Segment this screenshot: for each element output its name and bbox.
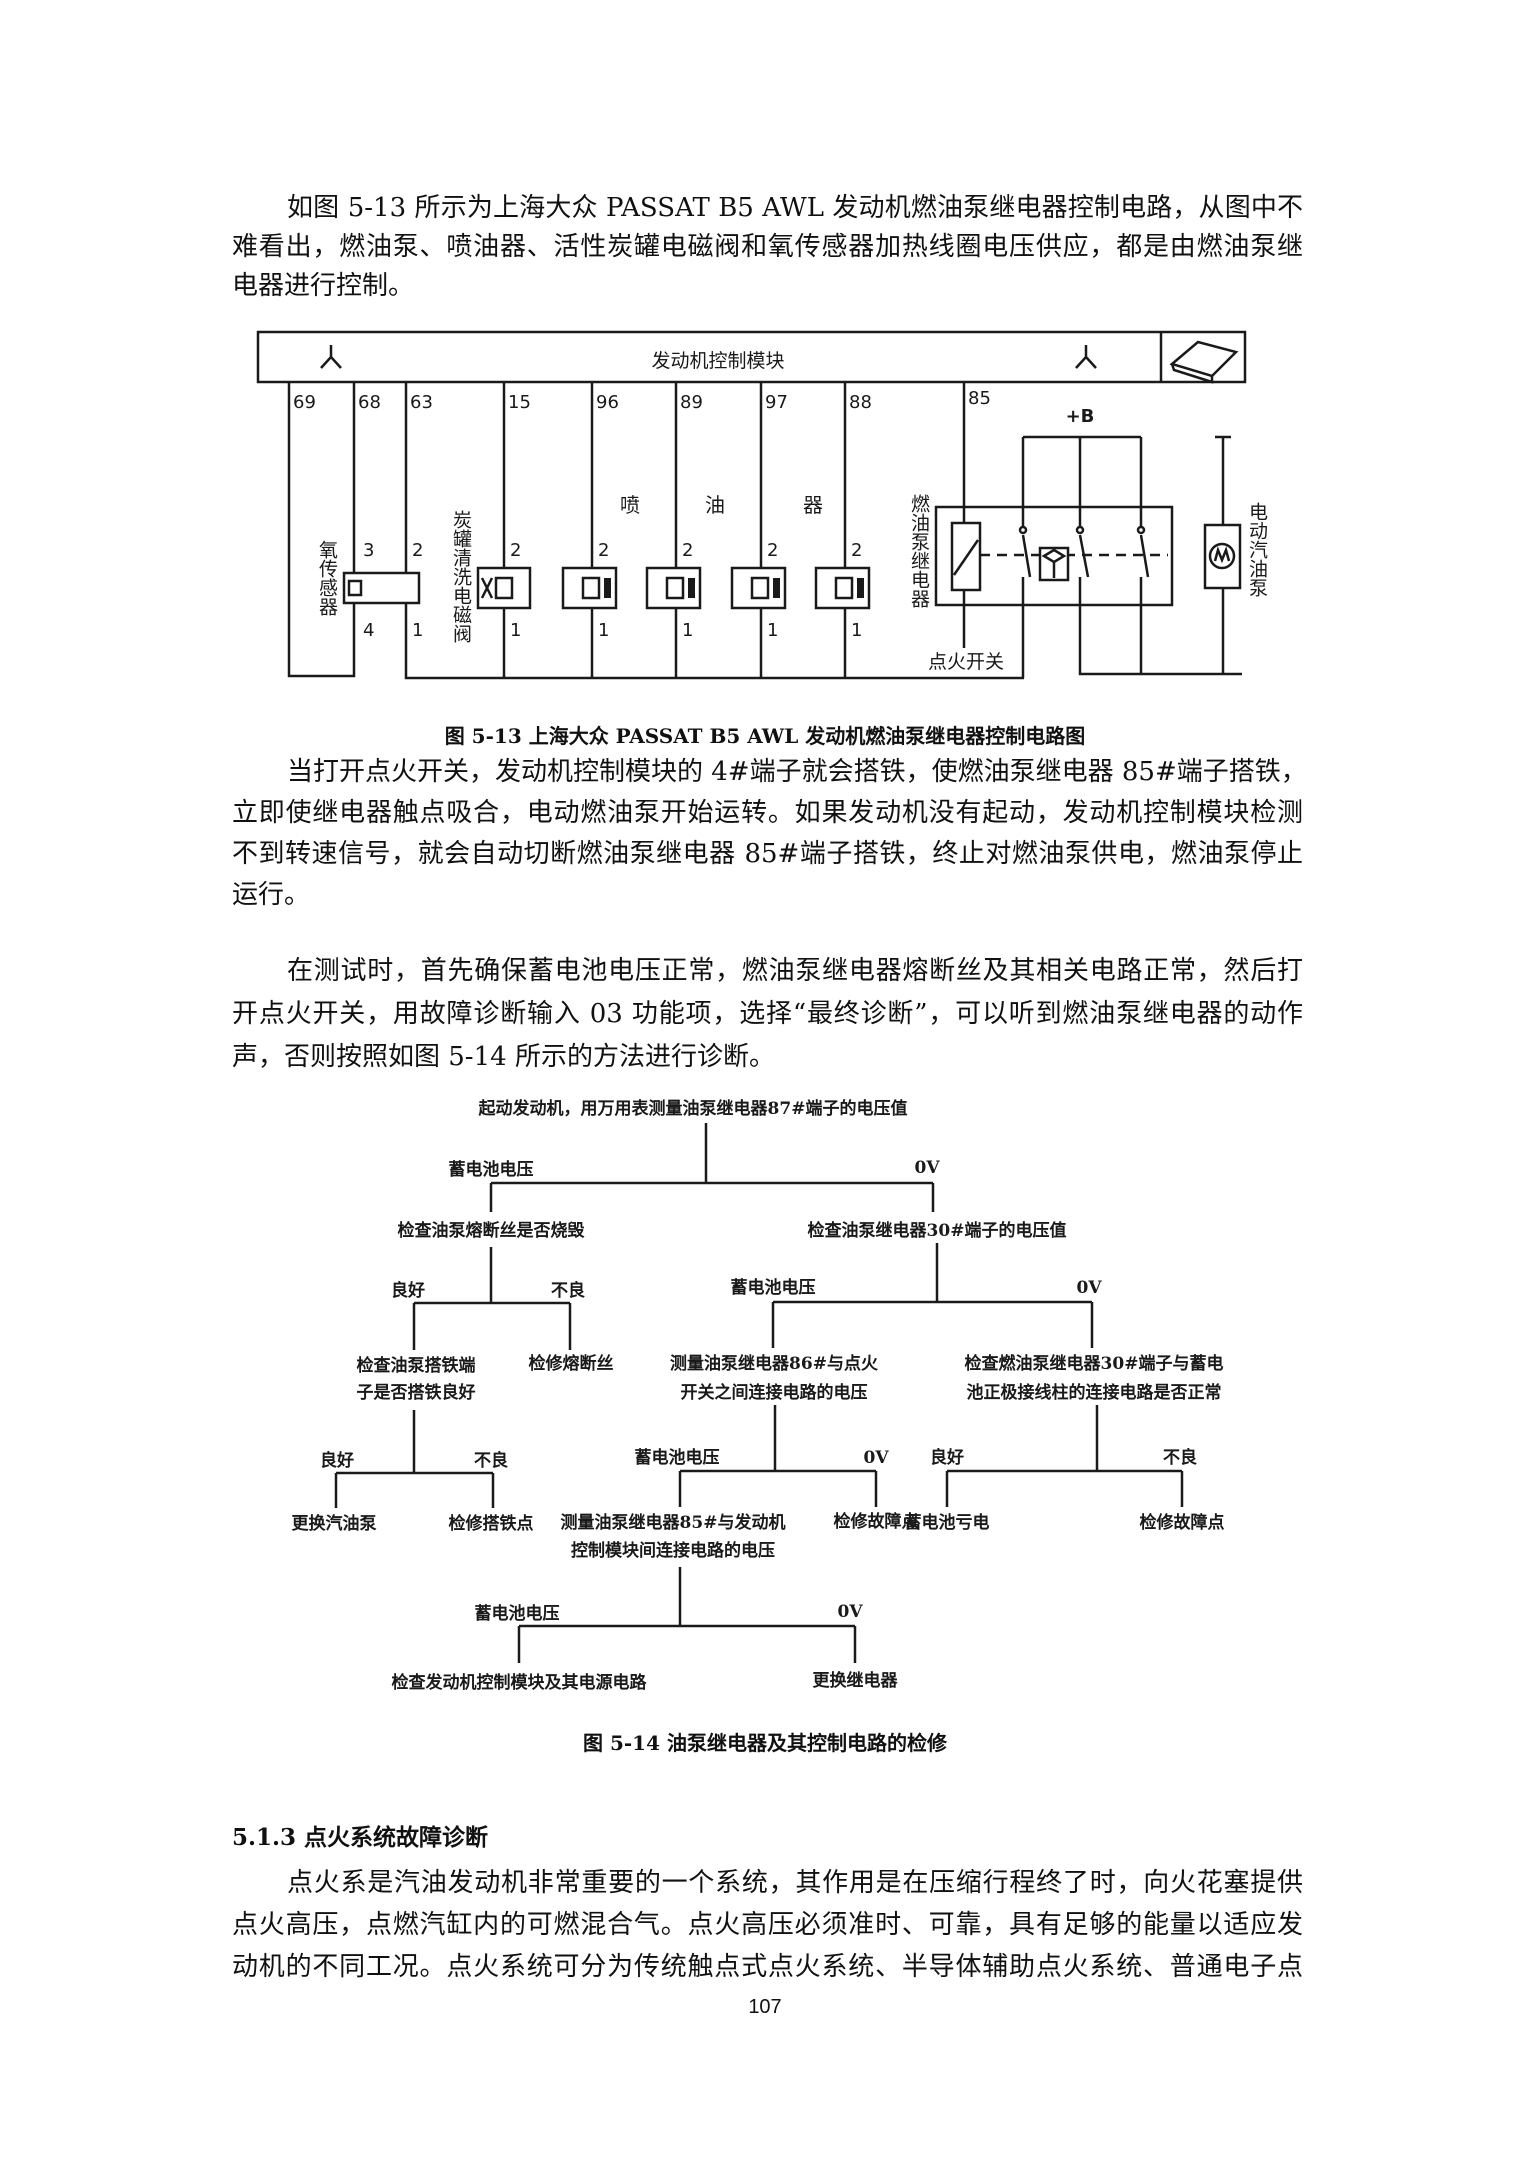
flow-node: 检查燃油泵继电器30#端子与蓄电 — [965, 1353, 1224, 1374]
branch-label: 0V — [837, 1602, 863, 1622]
figure-5-14-caption: 图 5-14 油泵继电器及其控制电路的检修 — [583, 1731, 947, 1755]
terminal-label: 2 — [510, 540, 521, 561]
terminal-label: 1 — [598, 620, 609, 641]
flow-node: 测量油泵继电器85#与发动机 — [561, 1512, 786, 1533]
branch-label: 良好 — [391, 1280, 425, 1301]
text-line: 开点火开关，用故障诊断输入 03 功能项，选择“最终诊断”，可以听到燃油泵继电器… — [232, 999, 1303, 1029]
flow-node: 检修故障点 — [834, 1511, 919, 1532]
o2-sensor-label: 氧传感器 — [316, 540, 338, 616]
paragraph-ignition: 点火系是汽油发动机非常重要的一个系统，其作用是在压缩行程终了时，向火花塞提供 点… — [232, 1862, 1303, 1988]
page-number: 107 — [748, 1996, 782, 2018]
flow-node: 检查油泵继电器30#端子的电压值 — [808, 1220, 1067, 1241]
branch-label: 0V — [863, 1448, 889, 1468]
branch-label: 蓄电池电压 — [635, 1447, 720, 1468]
pin-label: 89 — [680, 392, 703, 413]
text-line: 声，否则按照如图 5-14 所示的方法进行诊断。 — [232, 1042, 775, 1072]
text-line: 难看出，燃油泵、喷油器、活性炭罐电磁阀和氧传感器加热线圈电压供应，都是由燃油泵继 — [232, 232, 1303, 262]
ground-symbol-icon — [320, 345, 342, 369]
pin-label: 97 — [765, 392, 788, 413]
branch-label: 良好 — [320, 1450, 354, 1471]
text-line: 动机的不同工况。点火系统可分为传统触点式点火系统、半导体辅助点火系统、普通电子点 — [232, 1952, 1303, 1982]
ground-symbol-icon — [1075, 345, 1097, 369]
text-line: 点火系是汽油发动机非常重要的一个系统，其作用是在压缩行程终了时，向火花塞提供 — [287, 1868, 1303, 1898]
branch-label: 不良 — [474, 1450, 508, 1471]
terminal-label: 3 — [363, 540, 374, 561]
flow-node: 子是否搭铁良好 — [357, 1382, 476, 1403]
ecu-icon — [1169, 340, 1239, 384]
text-line: 不到转速信号，就会自动切断燃油泵继电器 85#端子搭铁，终止对燃油泵供电，燃油泵… — [232, 839, 1303, 869]
text-line: 立即使继电器触点吸合，电动燃油泵开始运转。如果发动机没有起动，发动机控制模块检测 — [232, 798, 1303, 828]
canister-valve-label: 炭罐清洗电磁阀 — [450, 510, 472, 644]
text-line: 如图 5-13 所示为上海大众 PASSAT B5 AWL 发动机燃油泵继电器控… — [287, 193, 1303, 223]
terminal-label: 2 — [682, 540, 693, 561]
terminal-label: 2 — [767, 540, 778, 561]
terminal-label: 1 — [682, 620, 693, 641]
flow-node: 蓄电池亏电 — [905, 1512, 990, 1533]
flow-node: 检查油泵搭铁端 — [357, 1355, 476, 1376]
branch-label: 0V — [914, 1158, 940, 1178]
paragraph-relay-operation: 当打开点火开关，发动机控制模块的 4#端子就会搭铁，使燃油泵继电器 85#端子搭… — [232, 752, 1307, 916]
o2-sensor-box — [342, 571, 421, 605]
flow-node: 检修搭铁点 — [449, 1513, 534, 1534]
branch-label: 蓄电池电压 — [449, 1159, 534, 1180]
text-line: 电器进行控制。 — [232, 271, 415, 301]
injector-label: 油 — [705, 493, 725, 517]
flow-node: 更换继电器 — [813, 1670, 899, 1691]
terminal-label: 2 — [598, 540, 609, 561]
flow-node: 检修熔断丝 — [529, 1353, 614, 1374]
terminal-label: 4 — [363, 620, 374, 641]
terminal-label: 1 — [851, 620, 862, 641]
pin-label: 88 — [849, 392, 872, 413]
injector-label: 器 — [803, 493, 823, 517]
terminal-label: 1 — [412, 620, 423, 641]
pin-label: 15 — [508, 392, 531, 413]
branch-label: 良好 — [930, 1447, 964, 1468]
flow-node: 测量油泵继电器86#与点火 — [670, 1353, 879, 1374]
canister-valve — [476, 566, 532, 610]
ecm-box — [256, 330, 1247, 384]
paragraph-fig-intro: 如图 5-13 所示为上海大众 PASSAT B5 AWL 发动机燃油泵继电器控… — [232, 189, 1303, 306]
branch-label: 不良 — [551, 1280, 585, 1301]
flow-node: 更换汽油泵 — [292, 1513, 377, 1534]
text-line: 运行。 — [232, 880, 311, 910]
branch-label: 0V — [1076, 1278, 1102, 1298]
injector — [561, 566, 871, 610]
branch-label: 蓄电池电压 — [731, 1277, 816, 1298]
injector-label: 喷 — [620, 493, 640, 517]
figure-5-13-caption: 图 5-13 上海大众 PASSAT B5 AWL 发动机燃油泵继电器控制电路图 — [444, 724, 1086, 748]
electric-fuel-pump-label: 电动汽油泵 — [1246, 502, 1268, 597]
fuel-pump-relay-label: 燃油泵继电器 — [908, 494, 930, 608]
terminal-label: 2 — [851, 540, 862, 561]
pin-label: 85 — [968, 388, 991, 409]
flow-node: 开关之间连接电路的电压 — [681, 1382, 868, 1403]
plus-b-label: +B — [1066, 406, 1095, 427]
text-line: 当打开点火开关，发动机控制模块的 4#端子就会搭铁，使燃油泵继电器 85#端子搭… — [287, 757, 1307, 787]
flow-node: 控制模块间连接电路的电压 — [571, 1540, 775, 1561]
diagnosis-flowchart: 起动发动机，用万用表测量油泵继电器87#端子的电压值 蓄电池电压 0V 检查油泵… — [292, 1098, 1225, 1693]
pin-label: 69 — [293, 392, 316, 413]
terminal-label: 1 — [510, 620, 521, 641]
ignition-switch-label: 点火开关 — [928, 651, 1004, 673]
flow-node: 池正极接线柱的连接电路是否正常 — [967, 1382, 1222, 1403]
flow-node: 检查发动机控制模块及其电源电路 — [392, 1672, 648, 1693]
paragraph-testing: 在测试时，首先确保蓄电池电压正常，燃油泵继电器熔断丝及其相关电路正常，然后打 开… — [232, 950, 1303, 1079]
circuit-diagram: 发动机控制模块 69 68 63 15 96 89 97 88 85 3 2 4… — [256, 330, 1268, 680]
pin-label: 63 — [410, 392, 433, 413]
terminal-label: 1 — [767, 620, 778, 641]
text-line: 点火高压，点燃汽缸内的可燃混合气。点火高压必须准时、可靠，具有足够的能量以适应发 — [232, 1910, 1303, 1940]
branch-label: 不良 — [1163, 1447, 1197, 1468]
electric-fuel-pump — [1203, 435, 1242, 674]
terminal-label: 2 — [412, 540, 423, 561]
pin-label: 68 — [358, 392, 381, 413]
ecm-label: 发动机控制模块 — [651, 350, 784, 372]
flow-node-root: 起动发动机，用万用表测量油泵继电器87#端子的电压值 — [478, 1098, 908, 1119]
flow-node: 检修故障点 — [1140, 1512, 1225, 1533]
fuel-pump-relay — [934, 382, 1242, 678]
text-line: 在测试时，首先确保蓄电池电压正常，燃油泵继电器熔断丝及其相关电路正常，然后打 — [287, 956, 1303, 986]
flow-node: 检查油泵熔断丝是否烧毁 — [398, 1220, 586, 1241]
section-heading: 5.1.3 点火系统故障诊断 — [232, 1824, 489, 1851]
pin-label: 96 — [596, 392, 619, 413]
branch-label: 蓄电池电压 — [475, 1603, 560, 1624]
